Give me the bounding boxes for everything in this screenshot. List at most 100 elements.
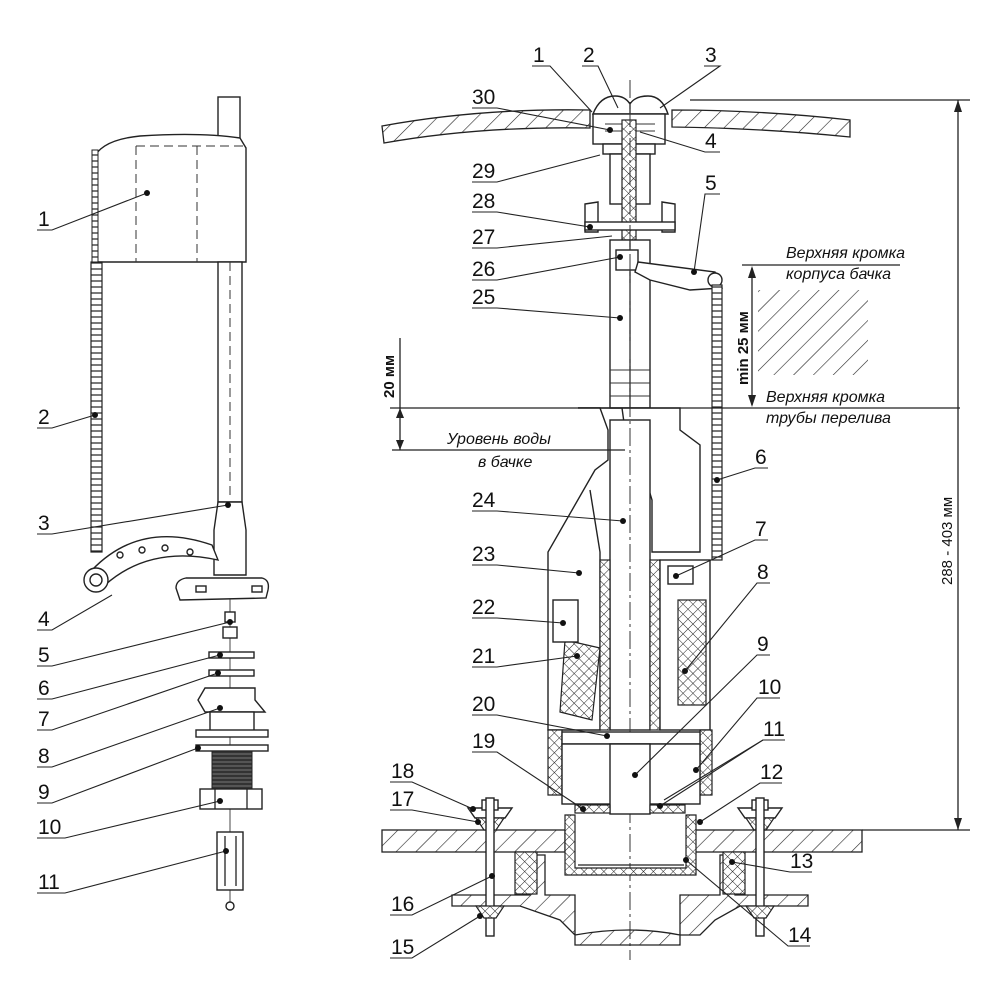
- callout-right-18: 18: [390, 760, 476, 812]
- note-tank-top-edge-2: корпуса бачка: [786, 266, 891, 283]
- svg-text:7: 7: [38, 708, 50, 731]
- svg-text:11: 11: [38, 871, 60, 894]
- part-8-valve-body: [197, 687, 267, 713]
- callout-right-28: 28: [472, 190, 593, 230]
- svg-text:18: 18: [391, 760, 414, 783]
- svg-text:4: 4: [705, 130, 717, 153]
- callout-right-9: 9: [632, 633, 770, 778]
- svg-text:21: 21: [472, 645, 495, 668]
- callout-right-10: 10: [693, 676, 781, 773]
- note-water-level-2: в бачке: [478, 454, 532, 471]
- svg-text:7: 7: [755, 518, 767, 541]
- svg-text:8: 8: [38, 745, 50, 768]
- dim-min-25: min 25 мм: [735, 311, 752, 385]
- part-7-washer: [208, 669, 255, 677]
- callout-right-21: 21: [472, 645, 580, 668]
- callout-right-19: 19: [472, 730, 586, 812]
- svg-text:19: 19: [472, 730, 495, 753]
- threaded-shank: [211, 750, 253, 792]
- svg-text:22: 22: [472, 596, 495, 619]
- svg-text:20: 20: [472, 693, 495, 716]
- svg-text:10: 10: [38, 816, 61, 839]
- callout-right-7: 7: [673, 518, 768, 579]
- note-overflow-top-2: трубы перелива: [766, 410, 891, 427]
- svg-text:6: 6: [755, 446, 767, 469]
- svg-text:28: 28: [472, 190, 495, 213]
- svg-text:10: 10: [758, 676, 781, 699]
- left-callouts: 1 2 3 4 5 6 7 8: [37, 190, 233, 894]
- callout-left-10: 10: [37, 798, 223, 839]
- part-11-filter: [216, 831, 244, 891]
- tank-bottom-left: [381, 829, 566, 853]
- callout-right-14: 14: [683, 857, 812, 947]
- float-8: [677, 599, 707, 706]
- callout-right-12: 12: [697, 761, 783, 825]
- callout-right-27: 27: [472, 226, 613, 249]
- note-tank-top-edge-1: Верхняя кромка: [786, 245, 905, 262]
- height-adjust-rack: [711, 284, 723, 561]
- callout-right-5: 5: [691, 172, 720, 275]
- float-lever-arm: [91, 535, 220, 586]
- tank-lid-right: [671, 109, 851, 138]
- part-9-gasket: [195, 744, 269, 752]
- left-mounting-bolt: [466, 797, 514, 937]
- svg-text:2: 2: [583, 44, 595, 67]
- svg-text:1: 1: [533, 44, 545, 67]
- callout-right-11: 11: [657, 718, 785, 809]
- callout-right-8: 8: [682, 561, 770, 674]
- callout-left-1: 1: [37, 190, 150, 231]
- dimensions-and-notes: Верхняя кромка корпуса бачка min 25 мм В…: [381, 99, 970, 831]
- svg-text:4: 4: [38, 608, 50, 631]
- svg-text:6: 6: [38, 677, 50, 700]
- svg-text:17: 17: [391, 788, 414, 811]
- callout-right-15: 15: [390, 913, 483, 959]
- svg-text:9: 9: [757, 633, 769, 656]
- callout-right-3: 3: [659, 44, 722, 109]
- callout-right-24: 24: [472, 489, 626, 524]
- callout-left-11: 11: [37, 848, 229, 894]
- svg-text:29: 29: [472, 160, 495, 183]
- svg-text:3: 3: [38, 512, 50, 535]
- part-22: [552, 599, 579, 643]
- toilet-bowl-section: [451, 854, 809, 946]
- dim-overall-height: 288 - 403 мм: [939, 497, 956, 585]
- valve-top-stub: [217, 96, 241, 140]
- part-10-nut: [199, 788, 263, 810]
- callout-right-16: 16: [390, 873, 495, 916]
- float-21: [559, 639, 601, 721]
- float-housing: [92, 133, 247, 263]
- tank-wall-hatch: [758, 290, 868, 375]
- svg-text:25: 25: [472, 286, 495, 309]
- callout-right-4: 4: [639, 130, 720, 153]
- svg-text:1: 1: [38, 208, 50, 231]
- svg-text:3: 3: [705, 44, 717, 67]
- callout-left-8: 8: [37, 705, 223, 768]
- callout-right-30: 30: [472, 86, 613, 133]
- valve-base: [175, 577, 270, 601]
- outlet-seal: [564, 814, 697, 876]
- note-overflow-top-1: Верхняя кромка: [766, 389, 885, 406]
- callout-right-17: 17: [390, 788, 481, 825]
- callout-left-7: 7: [37, 670, 221, 731]
- callout-right-22: 22: [472, 596, 566, 626]
- svg-text:16: 16: [391, 893, 414, 916]
- svg-text:5: 5: [38, 644, 50, 667]
- svg-text:12: 12: [760, 761, 783, 784]
- svg-text:24: 24: [472, 489, 496, 512]
- svg-text:11: 11: [763, 718, 785, 741]
- callout-right-26: 26: [472, 254, 623, 281]
- adjustment-rod: [90, 261, 103, 553]
- svg-text:5: 5: [705, 172, 717, 195]
- svg-text:30: 30: [472, 86, 495, 109]
- dim-20mm: 20 мм: [381, 355, 398, 398]
- svg-text:13: 13: [790, 850, 813, 873]
- note-water-level-1: Уровень воды: [446, 431, 551, 448]
- callout-right-2: 2: [582, 44, 619, 109]
- svg-text:15: 15: [391, 936, 414, 959]
- spacer-13: [722, 851, 746, 895]
- callout-right-1: 1: [532, 44, 593, 113]
- part-6-washer: [208, 651, 255, 659]
- callout-right-23: 23: [472, 543, 582, 576]
- callout-left-3: 3: [37, 502, 231, 535]
